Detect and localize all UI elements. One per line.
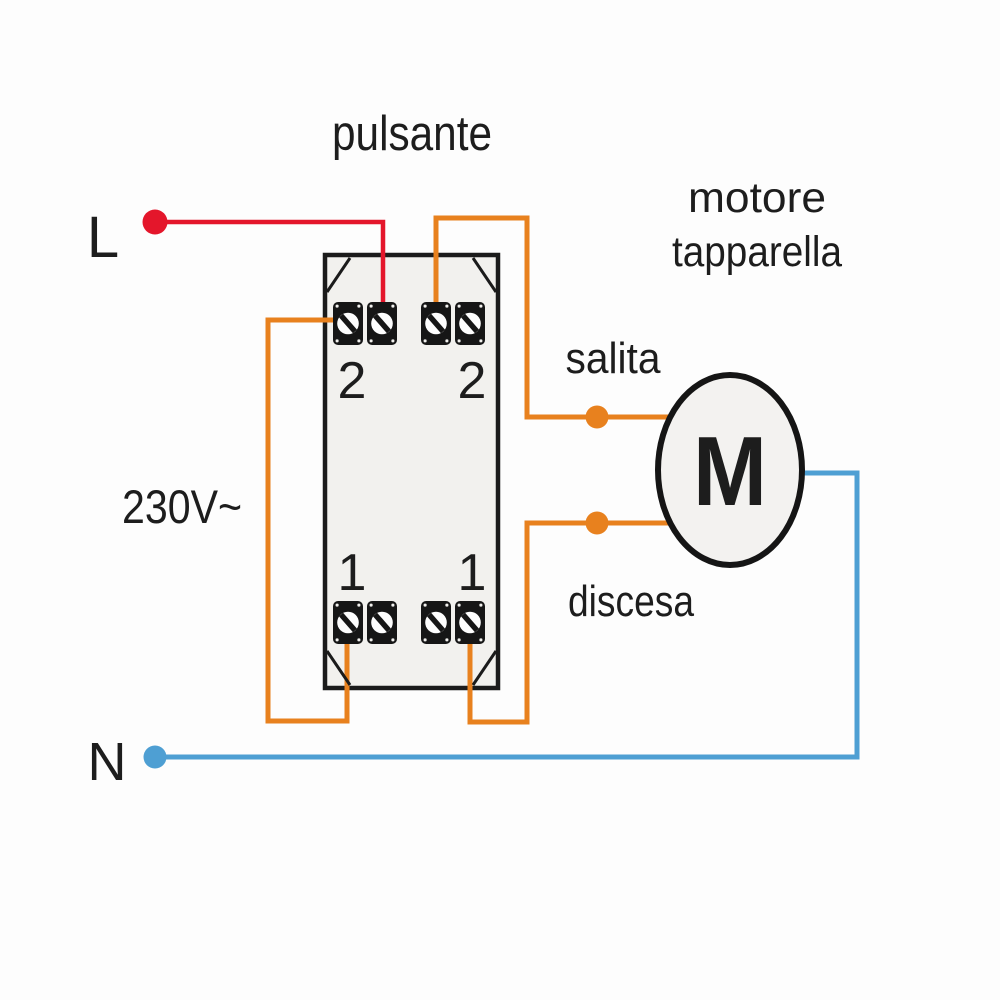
corner-chamfer-top-right — [471, 257, 498, 293]
corner-chamfer-bottom-right — [471, 650, 498, 686]
screw-terminal-bottom-3 — [421, 601, 451, 644]
motor-label-line2: tapparella — [672, 228, 842, 276]
wire-neutral-blue — [158, 470, 860, 760]
motor-symbol-letter: M — [693, 416, 767, 526]
neutral-n-label: N — [88, 732, 127, 792]
corner-chamfer-bottom-left — [325, 650, 352, 686]
motor-label-line1: motore — [688, 174, 826, 222]
voltage-label: 230V~ — [122, 480, 242, 533]
screw-terminal-bottom-4 — [455, 601, 485, 644]
discesa-junction-dot — [585, 511, 609, 535]
terminal-number-top-left: 2 — [338, 352, 367, 410]
screw-terminal-top-2 — [367, 302, 397, 345]
terminal-number-bottom-left: 1 — [338, 544, 367, 602]
wire-jumper-left-orange — [265, 317, 350, 724]
screw-terminal-top-3 — [421, 302, 451, 345]
terminal-number-top-right: 2 — [458, 352, 487, 410]
neutral-connection-dot — [143, 745, 167, 769]
discesa-label: discesa — [568, 577, 694, 626]
phase-connection-dot — [142, 209, 168, 235]
phase-l-label: L — [87, 205, 119, 270]
wire-discesa-orange — [467, 520, 672, 725]
salita-label: salita — [566, 334, 661, 383]
pulsante-label: pulsante — [332, 107, 492, 161]
motor-circle — [655, 372, 805, 568]
wire-phase-red — [155, 219, 386, 312]
screw-terminal-bottom-1 — [333, 601, 363, 644]
terminal-number-bottom-right: 1 — [458, 544, 487, 602]
screw-terminal-top-1 — [333, 302, 363, 345]
corner-chamfer-top-left — [325, 257, 352, 293]
salita-junction-dot — [585, 405, 609, 429]
wire-salita-orange — [433, 215, 672, 420]
screw-terminal-top-4 — [455, 302, 485, 345]
screw-terminal-bottom-2 — [367, 601, 397, 644]
